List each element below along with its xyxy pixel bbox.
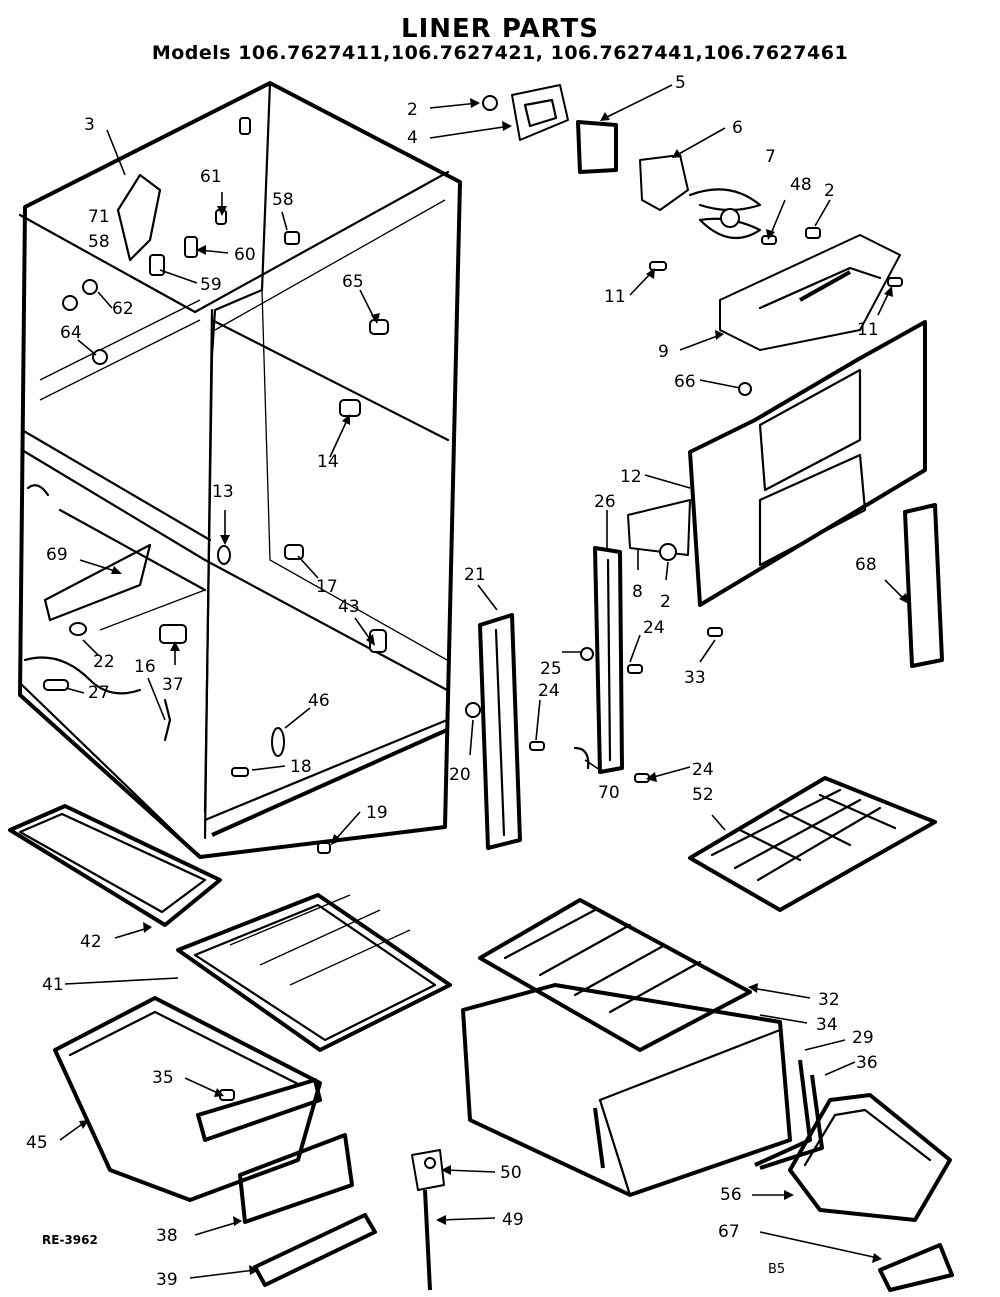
- part-label: 61: [200, 167, 222, 187]
- model-numbers: Models 106.7627411,106.7627421, 106.7627…: [151, 42, 849, 64]
- part-label: 21: [464, 565, 486, 585]
- part-label: 14: [317, 452, 339, 472]
- part-label: 58: [88, 232, 110, 252]
- part-label: 11: [857, 320, 879, 340]
- part-label: 29: [852, 1028, 874, 1048]
- part-number-labels: 2 3 4 5 6 7 48 2 61 58 71 60 58 59 62 65…: [26, 73, 879, 1290]
- meat-pan-drawing: [53, 996, 322, 1202]
- part-label: 2: [407, 100, 418, 120]
- part-label: 19: [366, 803, 388, 823]
- part-label: 45: [26, 1133, 48, 1153]
- part-label: 70: [598, 783, 620, 803]
- part-label: 52: [692, 785, 714, 805]
- part-label: 22: [93, 652, 115, 672]
- part-label: 24: [692, 760, 714, 780]
- part-label: 38: [156, 1226, 178, 1246]
- part-label: 32: [818, 990, 840, 1010]
- part-label: 65: [342, 272, 364, 292]
- part-label: 12: [620, 467, 642, 487]
- part-label: 5: [675, 73, 686, 93]
- part-label: 56: [720, 1185, 742, 1205]
- part-label: 13: [212, 482, 234, 502]
- part-label: 43: [338, 597, 360, 617]
- part-label: 62: [112, 299, 134, 319]
- part-label: 27: [88, 683, 110, 703]
- part-label: 8: [632, 582, 643, 602]
- part-label: 34: [816, 1015, 838, 1035]
- part-label: 39: [156, 1270, 178, 1290]
- part-label: 26: [594, 492, 616, 512]
- part-label: 69: [46, 545, 68, 565]
- liner-cabinet-drawing: [18, 81, 462, 859]
- drawing-code: RE-3962: [42, 1233, 98, 1247]
- part-label: 33: [684, 668, 706, 688]
- part-label: 59: [200, 275, 222, 295]
- page-code: B5: [768, 1262, 786, 1277]
- part-label: 48: [790, 175, 812, 195]
- part-label: 36: [856, 1053, 878, 1073]
- divider-panel-drawing: [627, 320, 944, 668]
- part-label: 71: [88, 207, 110, 227]
- wire-shelf-drawing: [688, 776, 937, 912]
- part-label: 24: [643, 618, 665, 638]
- part-label: 25: [540, 659, 562, 679]
- part-label: 68: [855, 555, 877, 575]
- part-label: 58: [272, 190, 294, 210]
- part-label: 60: [234, 245, 256, 265]
- part-label: 9: [658, 342, 669, 362]
- part-label: 24: [538, 681, 560, 701]
- tray-and-shelf-drawing: [8, 804, 452, 1052]
- part-label: 50: [500, 1163, 522, 1183]
- part-label: 42: [80, 932, 102, 952]
- part-label: 66: [674, 372, 696, 392]
- trim-and-control-drawing: [238, 1133, 445, 1291]
- part-label: 3: [84, 115, 95, 135]
- part-label: 17: [316, 577, 338, 597]
- shelf-supports-drawing: [465, 546, 650, 850]
- part-label: 2: [660, 592, 671, 612]
- part-label: 2: [824, 181, 835, 201]
- part-label: 46: [308, 691, 330, 711]
- part-label: 41: [42, 975, 64, 995]
- part-label: 37: [162, 675, 184, 695]
- evaporator-fan-drawing: [482, 84, 903, 396]
- part-label: 4: [407, 128, 418, 148]
- dairy-bin-drawing: [754, 1059, 954, 1292]
- part-label: 11: [604, 287, 626, 307]
- part-label: 35: [152, 1068, 174, 1088]
- part-label: 18: [290, 757, 312, 777]
- part-label: 16: [134, 657, 156, 677]
- crisper-drawing: [461, 898, 792, 1197]
- part-label: 64: [60, 323, 82, 343]
- part-label: 7: [765, 147, 776, 167]
- leader-lines: [59, 84, 909, 1279]
- diagram-title: LINER PARTS: [401, 14, 599, 44]
- part-label: 67: [718, 1222, 740, 1242]
- part-label: 6: [732, 118, 743, 138]
- part-label: 49: [502, 1210, 524, 1230]
- part-label: 20: [449, 765, 471, 785]
